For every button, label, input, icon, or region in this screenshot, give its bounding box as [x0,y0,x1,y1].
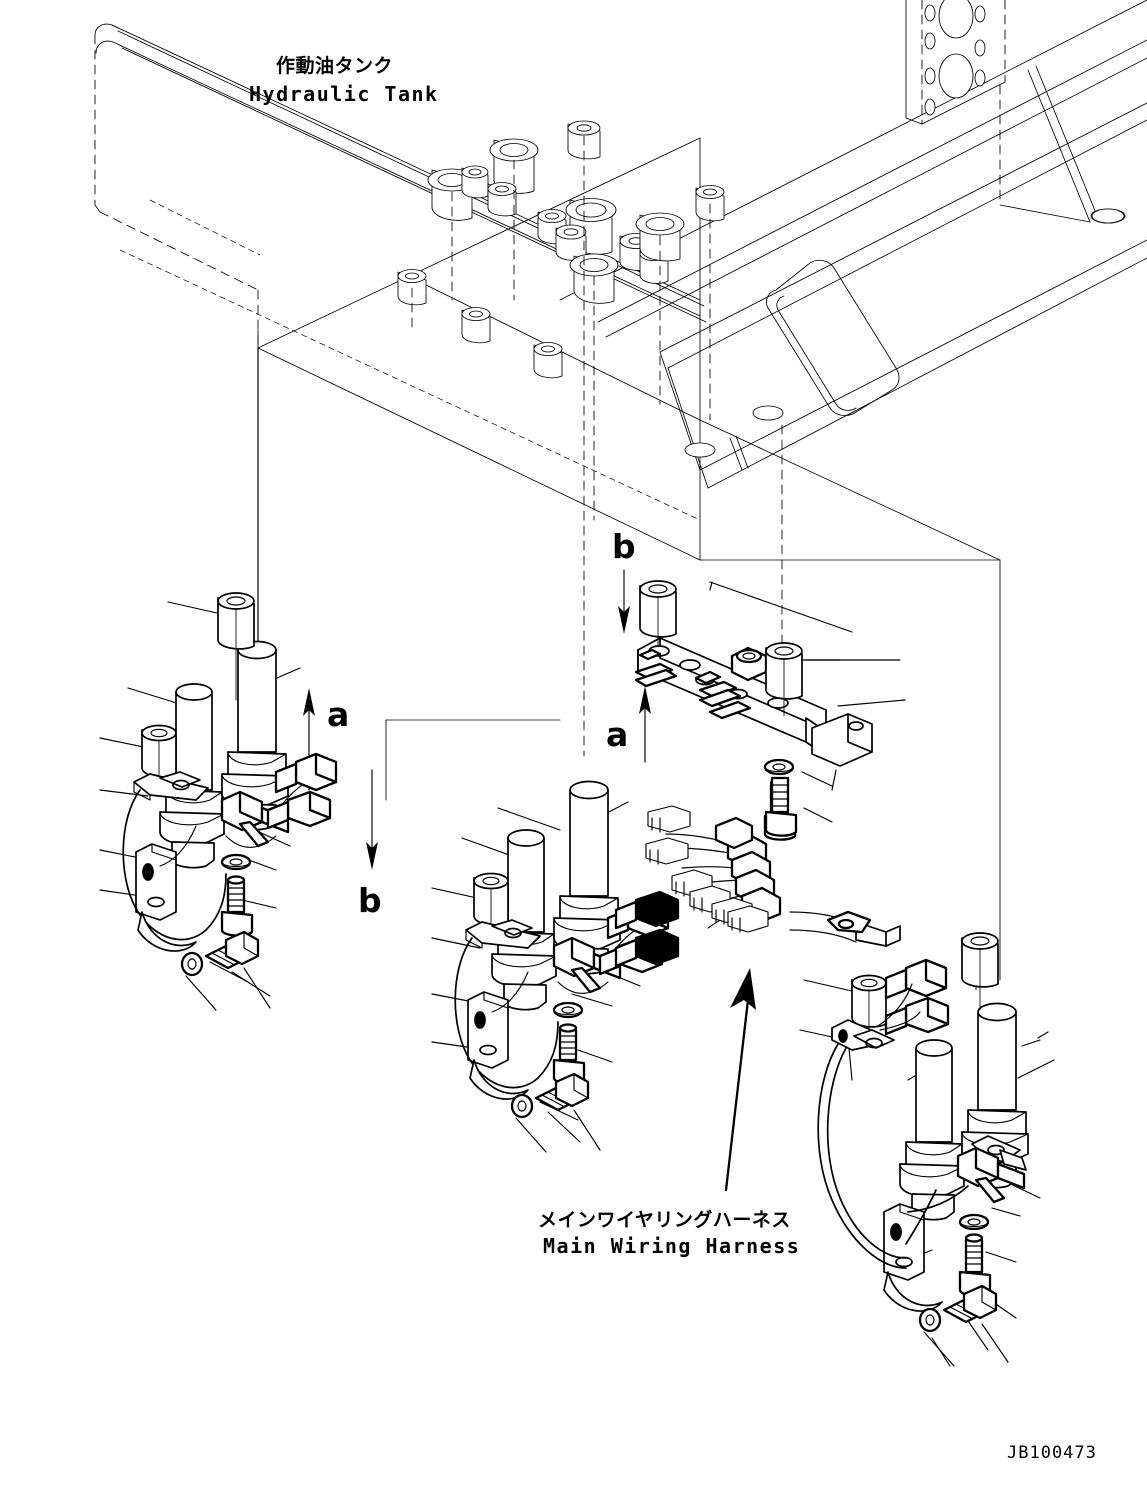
connector-right-2 [884,996,950,1036]
sleeve-bar-2 [765,642,803,717]
bolt-left-diagonal [204,930,260,970]
main-wiring-harness-label-jp: メインワイヤリングハーネス [538,1208,791,1231]
callout-letter-b-center: b [612,527,636,566]
spacer-nut-left-top [217,592,255,701]
clamp-bracket-center-lower [467,991,509,1069]
callout-a-center: a [606,686,651,763]
clamp-bracket-center-upper [465,919,541,949]
spacer-nut-left-mid [141,724,177,791]
main-wiring-harness [614,776,901,1192]
sensor-body-right-1 [899,1039,965,1221]
connector-left-1 [274,752,338,794]
harness-connectors-left [645,805,769,933]
nut-on-bar [730,646,768,682]
clamp-bracket-left-upper [133,771,209,801]
harness-connector-block-a [614,890,680,930]
machine-frame-rail [559,0,1147,489]
washer-right [958,1213,990,1231]
terminal-lugs [634,648,752,720]
bolt-center-vertical [552,1023,586,1085]
harness-end-terminal [826,910,872,934]
switch-block-right [956,1146,1026,1204]
spacer-nut-right-2 [961,932,999,1011]
bolt-center-diagonal [534,1072,590,1112]
harness-connector-block-b [614,928,680,968]
connector-left-2 [266,790,332,830]
callout-b-center: b [612,527,636,634]
hydraulic-tank-label-en: Hydraulic Tank [249,82,439,106]
center-sensor-assembly [431,780,670,1153]
tank-mounting-bosses [397,120,1125,458]
projection-centerlines [257,135,1001,991]
callout-letter-b-left: b [358,881,382,920]
connector-right-1 [884,958,948,1000]
callout-b-left: b [358,769,382,920]
clamp-bracket-right-upper [831,1019,895,1051]
label-main-wiring-harness: メインワイヤリングハーネス Main Wiring Harness [538,1208,800,1258]
washer-right-2 [918,1307,942,1333]
washer-center [552,1001,584,1019]
washer-bar [763,758,795,776]
sleeve-bar-1 [639,580,677,647]
label-hydraulic-tank: 作動油タンク Hydraulic Tank [249,54,439,106]
bolt-harness [764,776,798,837]
terminal-bar-bracket [634,580,906,841]
ground-bar [637,637,873,767]
clamp-bracket-left-lower [135,843,177,921]
washer-center-2 [510,1093,534,1119]
washer-left-2 [180,951,204,977]
hydraulic-tank-label-jp: 作動油タンク [276,54,393,77]
bolt-left-vertical [220,875,254,937]
clamp-bracket-right-lower [883,1203,925,1281]
callout-letter-a-center: a [606,715,628,754]
clamp-bracket-right-mid [971,1135,1027,1171]
washer-left [220,853,252,871]
bolt-right-vertical [958,1233,992,1297]
bolt-right-diagonal [942,1284,998,1324]
main-wiring-harness-label-en: Main Wiring Harness [543,1234,800,1258]
right-sensor-assembly [799,932,1055,1367]
drawing-number: JB100473 [1007,1443,1097,1463]
left-sensor-assembly [99,592,338,1011]
callout-letter-a-left: a [327,695,349,734]
